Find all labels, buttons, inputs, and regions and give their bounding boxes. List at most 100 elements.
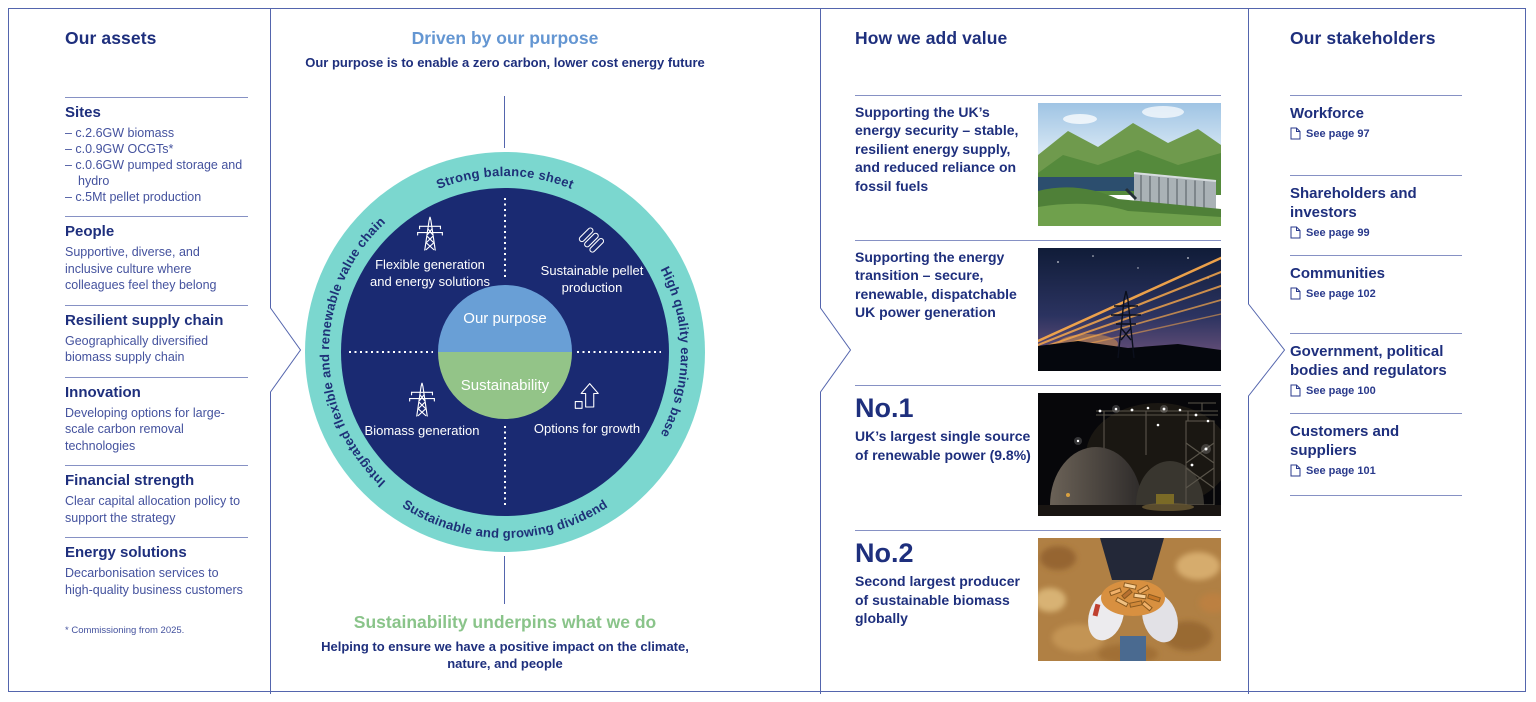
value-text: No.2 Second largest producer of sustaina… [855,538,1031,672]
value-rank-text: Second largest producer of sustainable b… [855,573,1020,627]
pellet-plant-photo [1038,393,1221,516]
column-divider-arrow [820,8,852,694]
value-rank: No.2 [855,538,914,568]
connector-line-bottom [504,556,505,604]
value-row-no2: No.2 Second largest producer of sustaina… [855,530,1221,672]
asset-section-heading: Innovation [65,383,141,401]
asset-section-supply-chain: Resilient supply chain Geographically di… [65,304,248,377]
column-divider-arrow [1248,8,1286,694]
transmission-tower-icon [417,216,443,251]
purpose-subheading: Our purpose is to enable a zero carbon, … [305,55,705,70]
sustainability-heading: Sustainability underpins what we do [353,612,657,632]
stakeholder-name: Government, political bodies and regulat… [1290,343,1447,380]
value-text: Supporting the UK’s energy security – st… [855,104,1019,194]
see-page-label: See page 97 [1306,127,1370,140]
stakeholder-workforce: Workforce See page 97 [1290,95,1462,175]
asset-section-heading: Resilient supply chain [65,311,224,329]
assets-title: Our assets [65,28,157,48]
see-page-label: See page 100 [1306,384,1376,397]
quadrant-divider [577,351,661,353]
asset-section-heading: Energy solutions [65,544,187,561]
asset-section-energy-solutions: Energy solutions Decarbonisation service… [65,537,248,609]
purpose-wheel-diagram: Flexible generation and energy solutions… [305,152,705,552]
sites-list: – c.2.6GW biomass – c.0.9GW OCGTs* – c.0… [65,125,248,205]
quadrant-label: Sustainable pellet production [540,263,644,295]
asset-section-body: Clear capital allocation policy to suppo… [65,494,241,525]
page-icon [1290,384,1301,397]
stakeholder-government: Government, political bodies and regulat… [1290,333,1462,413]
see-page-link[interactable]: See page 101 [1290,464,1462,477]
connector-line-top [504,96,505,148]
stakeholder-shareholders: Shareholders and investors See page 99 [1290,175,1462,255]
sustainability-subheading: Helping to ensure we have a positive imp… [321,639,689,671]
value-row-no1: No.1 UK’s largest single source of renew… [855,385,1221,530]
see-page-label: See page 99 [1306,226,1370,239]
stakeholders-title: Our stakeholders [1290,28,1436,48]
quadrant-divider [349,351,433,353]
asset-section-heading: Financial strength [65,472,195,489]
value-row-energy-security: Supporting the UK’s energy security – st… [855,95,1221,240]
see-page-link[interactable]: See page 102 [1290,287,1462,300]
stakeholder-customers: Customers and suppliers See page 101 [1290,413,1462,495]
asset-section-body: Developing options for large-scale carbo… [65,405,225,453]
quadrant-label: Biomass generation [364,423,480,438]
stakeholder-name: Communities [1290,265,1386,282]
see-page-link[interactable]: See page 97 [1290,127,1462,140]
quadrant-biomass-generation: Biomass generation [357,380,487,440]
asset-section-sites: Sites – c.2.6GW biomass – c.0.9GW OCGTs*… [65,97,248,216]
stakeholder-name: Customers and suppliers [1290,423,1400,460]
column-divider-arrow [270,8,302,694]
page-icon [1290,127,1301,140]
see-page-label: See page 101 [1306,464,1376,477]
stakeholder-name: Shareholders and investors [1290,185,1417,222]
page-icon [1290,287,1301,300]
purpose-header: Driven by our purpose Our purpose is to … [305,28,705,71]
quadrant-options-for-growth: Options for growth [529,380,645,438]
asset-section-heading: People [65,223,115,240]
page-frame [8,8,1526,692]
asset-section-body: Decarbonisation services to high-quality… [65,566,243,597]
value-row-energy-transition: Supporting the energy transition – secur… [855,240,1221,385]
quadrant-pellet-production: Sustainable pellet production [537,222,647,296]
value-text: No.1 UK’s largest single source of renew… [855,393,1031,530]
hydro-dam-photo [1038,103,1221,226]
see-page-link[interactable]: See page 99 [1290,226,1462,239]
list-item: – c.0.9GW OCGTs* [65,142,174,156]
value-title: How we add value [855,28,1008,48]
page-icon [1290,464,1301,477]
value-rank: No.1 [855,393,914,423]
quadrant-flexible-generation: Flexible generation and energy solutions [365,214,495,290]
quadrant-divider [504,198,506,280]
list-item: – c.5Mt pellet production [65,190,202,204]
asset-section-people: People Supportive, diverse, and inclusiv… [65,216,248,305]
list-item: – c.0.6GW pumped storage and hydro [65,158,243,188]
stakeholder-communities: Communities See page 102 [1290,255,1462,333]
quadrant-label: Flexible generation and energy solutions [370,257,490,289]
value-panel: How we add value Supporting the UK’s ene… [855,28,1221,672]
pylon-night-photo [1038,248,1221,371]
value-rank-text: UK’s largest single source of renewable … [855,428,1031,463]
assets-panel: Our assets Sites – c.2.6GW biomass – c.0… [65,28,248,636]
quadrant-divider [504,426,506,508]
closing-rule [1290,495,1462,496]
value-text: Supporting the energy transition – secur… [855,249,1017,321]
asset-section-innovation: Innovation Developing options for large-… [65,376,248,466]
sustainability-footer: Sustainability underpins what we do Help… [305,612,705,673]
transmission-tower-icon [409,382,435,417]
stakeholder-name: Workforce [1290,105,1364,122]
pellets-icon [578,227,605,253]
list-item: – c.2.6GW biomass [65,126,175,140]
growth-arrow-icon [574,383,599,409]
asset-section-body: Geographically diversified biomass suppl… [65,333,209,365]
see-page-link[interactable]: See page 100 [1290,384,1462,397]
stakeholders-panel: Our stakeholders Workforce See page 97 S… [1290,28,1462,496]
biomass-hands-photo [1038,538,1221,661]
page-icon [1290,226,1301,239]
footnote: * Commissioning from 2025. [65,625,185,636]
wheel-core: Our purpose Sustainability [438,285,572,419]
quadrant-label: Options for growth [533,421,641,436]
see-page-label: See page 102 [1306,287,1376,300]
asset-section-heading: Sites [65,104,101,121]
asset-section-financial: Financial strength Clear capital allocat… [65,465,248,537]
